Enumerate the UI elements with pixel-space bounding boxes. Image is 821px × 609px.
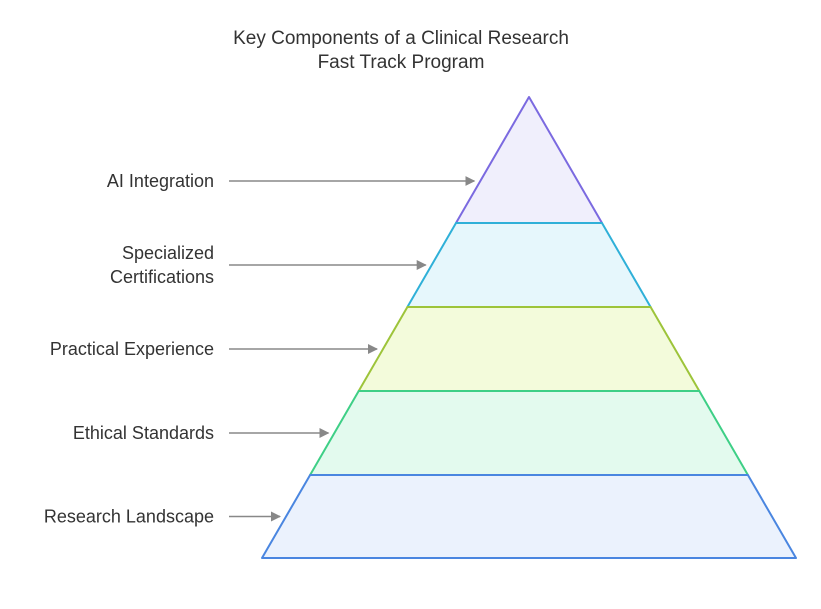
layer-label-line: Practical Experience — [50, 339, 214, 359]
pyramid-layer-research-landscape — [261, 474, 797, 559]
pyramid-layer-specialized-certifications — [406, 222, 652, 308]
diagram-title-line-1: Key Components of a Clinical Research — [233, 28, 569, 49]
pyramid-layer-ethical-standards — [309, 390, 749, 476]
layer-label-ethical-standards: Ethical Standards — [73, 423, 214, 443]
layer-label-line: Research Landscape — [44, 507, 214, 527]
layer-label-research-landscape: Research Landscape — [44, 507, 214, 527]
layer-label-line: Certifications — [110, 267, 214, 287]
layer-label-practical-experience: Practical Experience — [50, 339, 214, 359]
pyramid-layer-ai-integration — [455, 96, 603, 224]
layer-label-line: Specialized — [122, 243, 214, 263]
diagram-title-line-2: Fast Track Program — [318, 52, 485, 73]
layer-arrows — [229, 176, 476, 522]
pyramid-layers — [261, 96, 797, 559]
layer-label-ai-integration: AI Integration — [107, 171, 214, 191]
layer-label-line: Ethical Standards — [73, 423, 214, 443]
pyramid-layer-practical-experience — [357, 306, 701, 392]
layer-label-line: AI Integration — [107, 171, 214, 191]
